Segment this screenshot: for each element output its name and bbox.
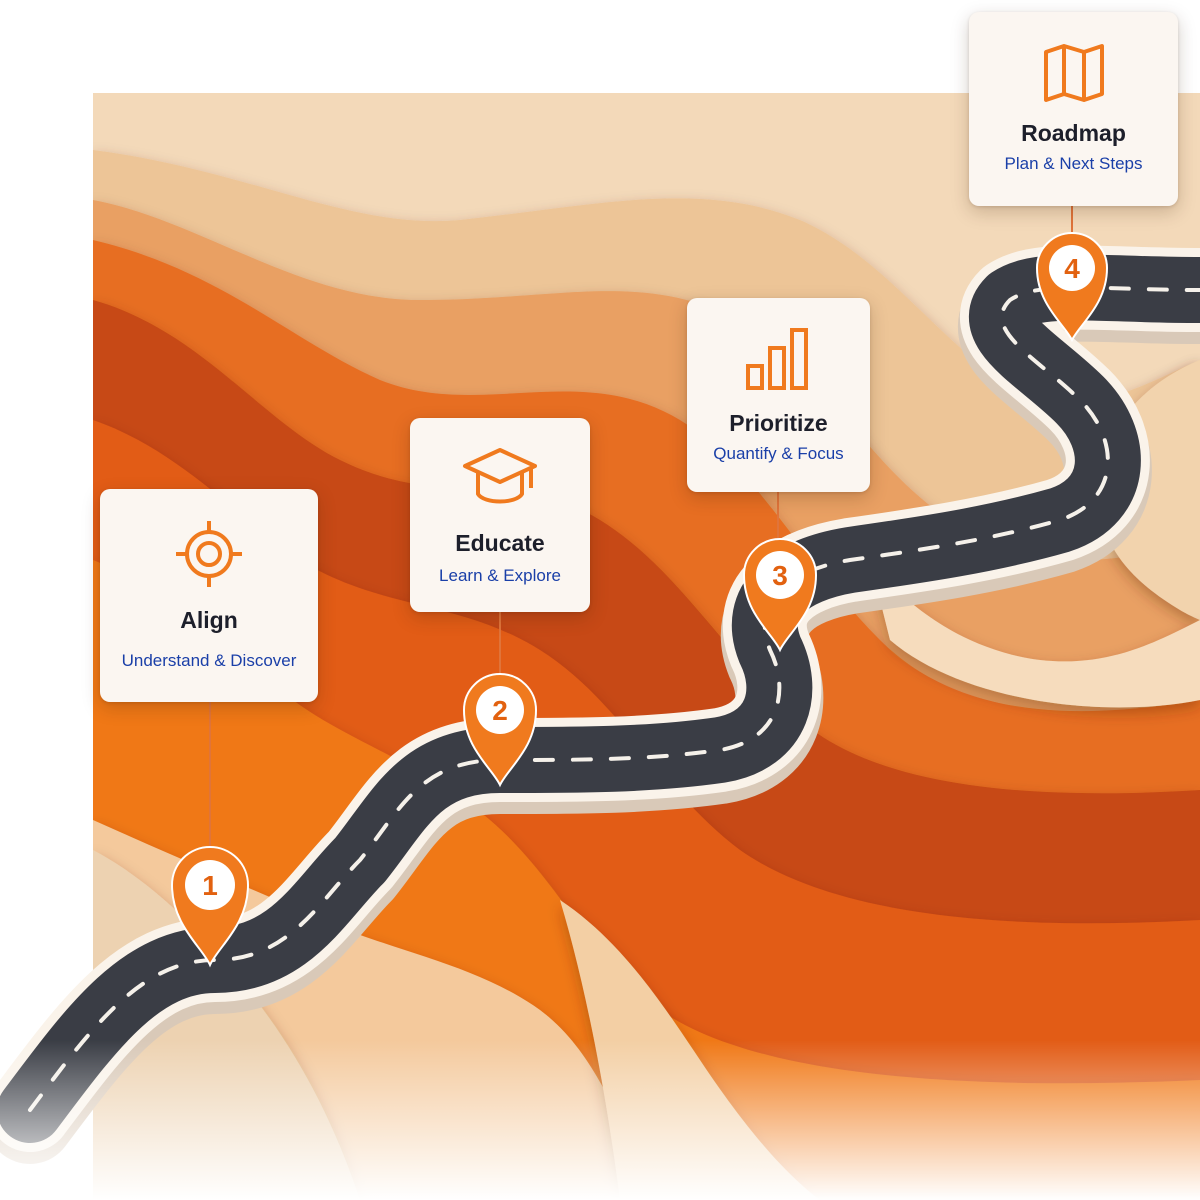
pin-number: 2 [492, 695, 508, 726]
connector-lines [209, 206, 1073, 850]
step-title: Roadmap [1021, 120, 1126, 146]
target-icon [174, 519, 244, 594]
step-subtitle: Quantify & Focus [713, 444, 844, 463]
fade-overlay [0, 1040, 1200, 1200]
step-title: Align [180, 607, 238, 633]
step-card-roadmap[interactable]: Roadmap Plan & Next Steps [969, 12, 1178, 206]
pin-3[interactable]: 3 [742, 538, 818, 653]
pin-number: 1 [202, 870, 218, 901]
pin-2[interactable]: 2 [462, 673, 538, 788]
step-title: Prioritize [729, 410, 828, 436]
winding-road [0, 245, 1200, 1164]
pin-1[interactable]: 1 [170, 846, 250, 968]
step-subtitle: Understand & Discover [121, 651, 297, 670]
step-subtitle: Plan & Next Steps [1004, 154, 1143, 173]
map-icon [1043, 42, 1105, 109]
step-subtitle: Learn & Explore [439, 566, 561, 585]
pin-number: 4 [1064, 253, 1080, 284]
graduation-cap-icon [462, 446, 538, 517]
bar-chart-icon [744, 326, 814, 397]
step-title: Educate [455, 530, 545, 556]
step-card-align[interactable]: Align Understand & Discover [100, 489, 318, 702]
step-card-educate[interactable]: Educate Learn & Explore [410, 418, 590, 612]
step-card-prioritize[interactable]: Prioritize Quantify & Focus [687, 298, 870, 492]
pin-number: 3 [772, 560, 788, 591]
pin-4[interactable]: 4 [1035, 232, 1109, 343]
